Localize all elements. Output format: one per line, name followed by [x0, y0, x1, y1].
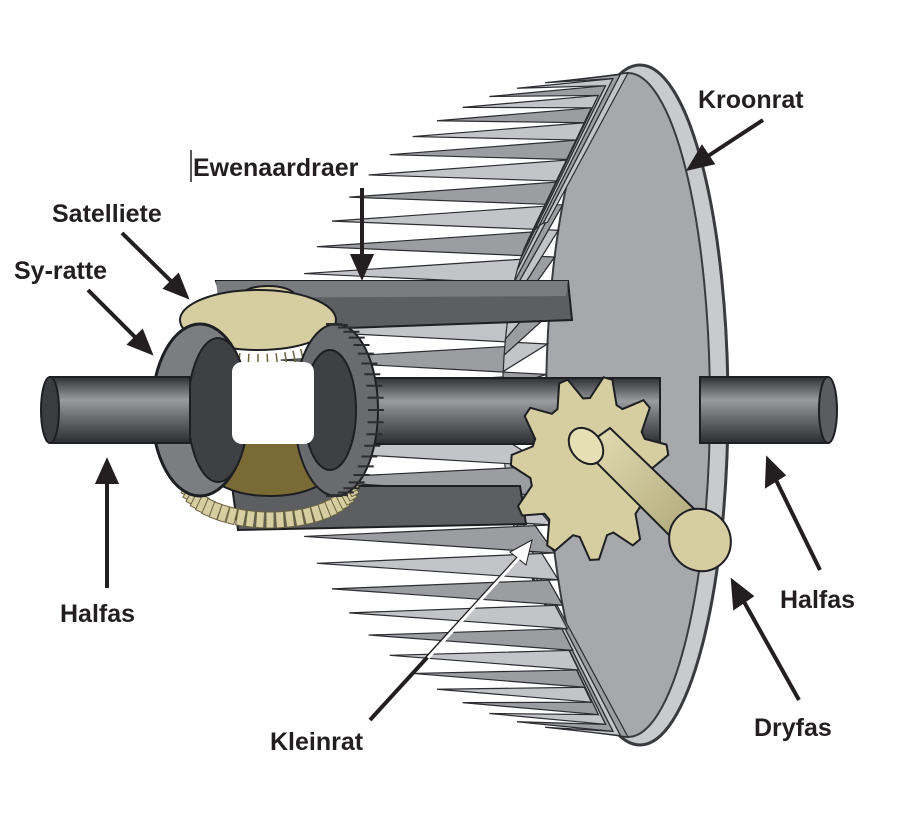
- pinion-arrow-highlight: [426, 555, 522, 660]
- label-crown-gear: Kroonrat: [698, 86, 804, 114]
- planet-tooth: [244, 509, 256, 528]
- right-half-shaft-arrow: [764, 455, 822, 571]
- labels: Kroonrat Ewenaardraer Satelliete Sy-ratt…: [14, 86, 855, 756]
- carrier-upper-arm-face: [216, 281, 568, 298]
- carrier-arrow: [349, 188, 375, 281]
- drive-shaft: [567, 426, 732, 573]
- label-left-half-shaft: Halfas: [60, 600, 135, 628]
- label-right-half-shaft: Halfas: [780, 586, 855, 614]
- planet-tooth: [293, 508, 306, 527]
- planet-tooth: [265, 511, 275, 529]
- drive-shaft-arrow: [730, 577, 801, 701]
- planet-tooth: [234, 508, 247, 527]
- label-planets: Satelliete: [52, 200, 162, 228]
- right-half-shaft: [699, 376, 838, 444]
- planet-tooth: [255, 510, 266, 529]
- label-pinion: Kleinrat: [270, 728, 364, 756]
- planet-tooth: [225, 506, 239, 526]
- carrier-window: [232, 362, 314, 444]
- planet-tooth: [216, 504, 231, 523]
- planet-tooth: [284, 509, 296, 528]
- planets-arrow: [120, 231, 190, 300]
- right-side-gear-teeth: [326, 323, 384, 497]
- label-carrier: Ewenaardraer: [193, 154, 359, 182]
- crown-gear-arrow: [685, 118, 765, 171]
- side-gears-arrow: [86, 288, 154, 356]
- left-half-shaft: [40, 376, 191, 444]
- label-drive-shaft: Dryfas: [754, 714, 832, 742]
- pinion-gear: [509, 376, 670, 562]
- arrows: [86, 118, 822, 722]
- planet-tooth: [274, 510, 285, 529]
- planet-tooth: [301, 506, 315, 526]
- crown-tooth: [542, 72, 630, 224]
- left-half-shaft-arrow: [94, 457, 120, 588]
- label-side-gears: Sy-ratte: [14, 257, 107, 285]
- pinion-gear-body: [509, 376, 670, 562]
- side-gears: [150, 322, 384, 498]
